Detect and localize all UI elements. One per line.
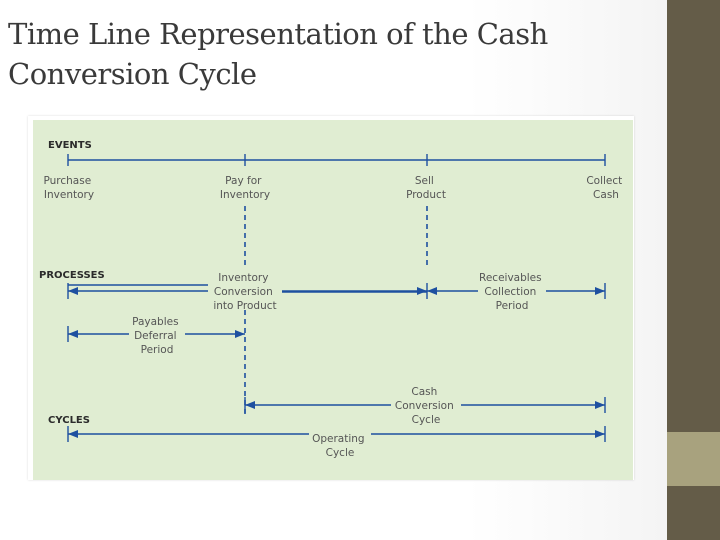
payables-deferral-arrow-left: [68, 330, 78, 338]
event-pay-for-inventory: Pay for Inventory: [220, 175, 270, 201]
event-sell-product: Sell Product: [406, 175, 446, 201]
event-purchase-inventory-line-2: Inventory: [44, 189, 94, 201]
inventory-conversion-label-bg: [208, 266, 282, 310]
process-inventory-conversion-line-1: Inventory: [218, 272, 268, 284]
payables-deferral-arrow-right: [235, 330, 245, 338]
slide-title: Time Line Representation of the Cash Con…: [8, 14, 608, 94]
event-pay-for-inventory-line-2: Inventory: [220, 189, 270, 201]
process-payables-deferral-line-1: Payables: [132, 316, 178, 328]
cash-conversion-cycle-label-bg: [391, 382, 461, 426]
cycle-operating: Operating Cycle: [312, 433, 368, 459]
process-payables-deferral-line-2: Deferral: [134, 330, 177, 342]
receivables-collection-label-bg: [478, 266, 546, 310]
process-receivables-collection-line-3: Period: [496, 300, 529, 312]
header-cycles: CYCLES: [48, 415, 90, 426]
header-processes: PROCESSES: [39, 270, 105, 281]
cash-conversion-cycle-diagram: EVENTS PROCESSES CYCLES Purchase Invento…: [33, 120, 633, 480]
process-inventory-conversion-line-2: Conversion: [214, 286, 273, 298]
operating-cycle-arrow-right: [595, 430, 605, 438]
event-collect-cash-line-1: Collect: [586, 175, 622, 187]
process-payables-deferral-line-3: Period: [141, 344, 174, 356]
cycle-cash-conversion: Cash Conversion Cycle: [395, 386, 457, 426]
cycle-operating-line-1: Operating: [312, 433, 365, 445]
inventory-conversion-arrow-right: [417, 287, 427, 295]
process-payables-deferral: Payables Deferral Period: [132, 316, 182, 356]
process-inventory-conversion: Inventory Conversion into Product: [213, 272, 276, 312]
operating-cycle-arrow-left: [68, 430, 78, 438]
payables-deferral-label-bg: [129, 313, 185, 357]
event-sell-product-line-2: Product: [406, 189, 446, 201]
process-inventory-conversion-line-3: into Product: [213, 300, 276, 312]
title-line-2: Conversion Cycle: [8, 57, 257, 91]
event-purchase-inventory-line-1: Purchase: [43, 175, 91, 187]
operating-cycle-label-bg: [309, 428, 371, 460]
event-collect-cash: Collect Cash: [586, 175, 625, 201]
event-pay-for-inventory-line-1: Pay for: [225, 175, 262, 187]
process-receivables-collection-line-2: Collection: [484, 286, 536, 298]
cycle-cash-conversion-line-3: Cycle: [412, 414, 441, 426]
receivables-collection-arrow-right: [595, 287, 605, 295]
header-events: EVENTS: [48, 140, 92, 151]
cycle-cash-conversion-line-1: Cash: [411, 386, 437, 398]
event-collect-cash-line-2: Cash: [593, 189, 619, 201]
cash-conversion-cycle-arrow-left: [245, 401, 255, 409]
event-sell-product-line-1: Sell: [415, 175, 434, 187]
process-receivables-collection: Receivables Collection Period: [479, 272, 545, 312]
event-purchase-inventory: Purchase Inventory: [43, 175, 94, 201]
cycle-cash-conversion-line-2: Conversion: [395, 400, 454, 412]
sidebar-accent-bar: [667, 432, 720, 486]
title-line-1: Time Line Representation of the Cash: [8, 17, 548, 51]
cash-conversion-cycle-arrow-right: [595, 401, 605, 409]
process-receivables-collection-line-1: Receivables: [479, 272, 542, 284]
cycle-operating-line-2: Cycle: [326, 447, 355, 459]
receivables-collection-arrow-left: [427, 287, 437, 295]
inventory-conversion-arrow-left: [68, 287, 78, 295]
